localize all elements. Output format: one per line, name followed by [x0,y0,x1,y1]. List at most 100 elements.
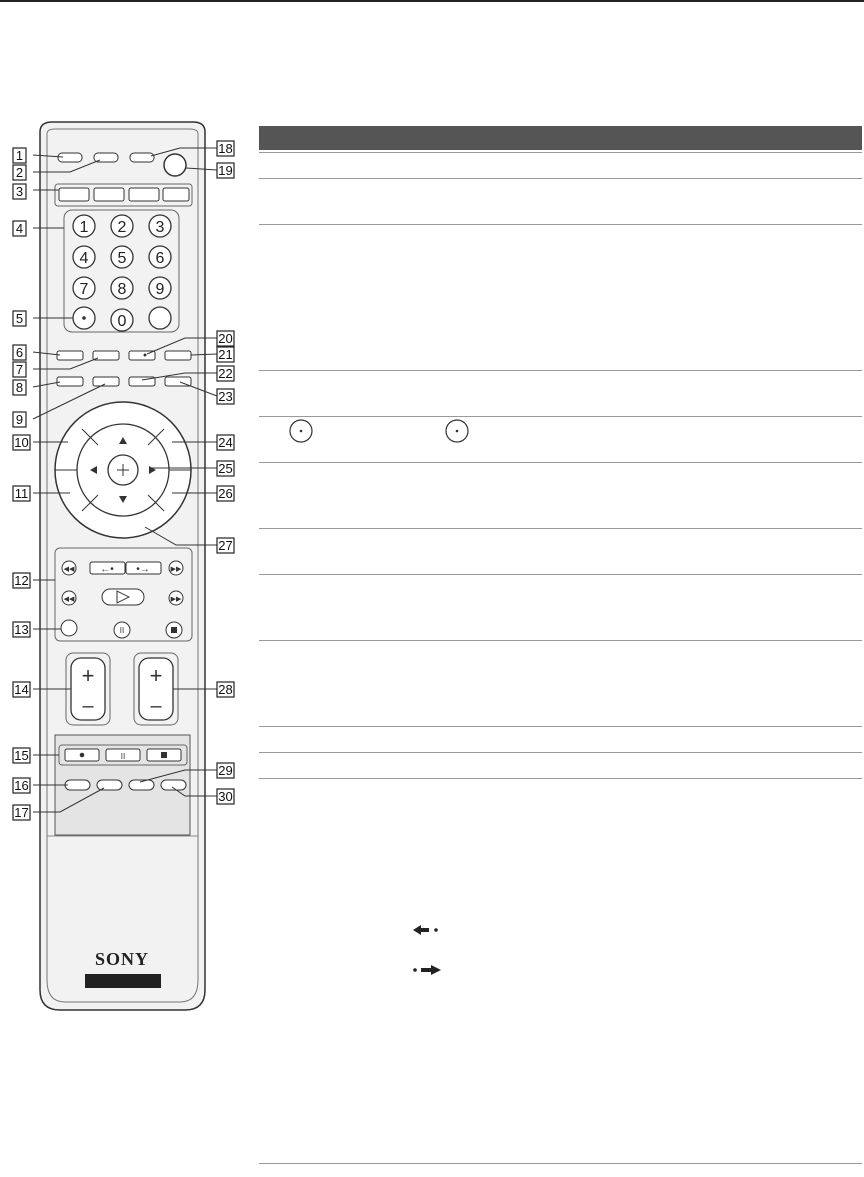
table-row-divider [259,726,862,727]
record-pause-button[interactable] [105,748,141,762]
keypad-digit-5: 5 [118,250,127,267]
stop-icon [171,627,177,633]
callout-number-9: 9 [16,412,23,427]
keypad-button-7[interactable] [72,276,96,300]
record-stop-icon [161,752,167,758]
callout-box-8 [12,379,27,396]
button-16[interactable] [64,779,91,791]
callout-leaders [32,147,218,813]
keypad-digit-7: 7 [80,281,89,298]
callout-box-3 [12,183,27,200]
callout-number-29: 29 [218,763,232,778]
advance-button[interactable] [125,561,162,575]
callout-number-8: 8 [16,380,23,395]
source-button-4[interactable] [162,187,190,202]
callout-number-1: 1 [16,148,23,163]
callout-number-28: 28 [218,682,232,697]
button-1[interactable] [57,152,83,163]
forward-button[interactable] [168,590,184,606]
callout-box-16 [12,777,31,794]
button-7[interactable] [92,350,120,361]
callout-box-24 [216,434,235,451]
enter-button[interactable] [148,306,172,330]
callout-box-25 [216,460,235,477]
callout-box-27 [216,537,235,554]
keypad-digit-3: 3 [156,219,165,236]
keypad-button-5[interactable] [110,245,134,269]
button-9[interactable] [92,376,120,387]
replay-button[interactable] [89,561,126,575]
power-button[interactable] [163,153,187,177]
callout-box-18 [216,140,235,157]
callout-box-12 [12,572,31,589]
callout-box-14 [12,681,31,698]
callout-box-20 [216,330,235,347]
ir-window [85,974,161,988]
callout-number-27: 27 [218,538,232,553]
play-button[interactable] [101,588,145,606]
table-row-divider [259,574,862,575]
keypad-button-9[interactable] [148,276,172,300]
next-button[interactable] [168,560,184,576]
callout-box-26 [216,485,235,502]
nav-divider-bl [81,494,99,512]
play-icon [116,590,131,604]
button-20-dot-icon [143,353,147,357]
callout-box-11 [12,485,31,502]
rewind-button[interactable] [61,590,77,606]
table-row-divider [259,224,862,225]
pause-button[interactable] [113,621,131,639]
replay-arrow-icon [413,925,438,935]
button-29[interactable] [128,779,155,791]
button-2[interactable] [93,152,119,163]
prev-button[interactable] [61,560,77,576]
button-8[interactable] [56,376,84,387]
callout-number-24: 24 [218,435,232,450]
callout-box-17 [12,804,31,821]
button-30[interactable] [160,779,187,791]
table-row-divider [259,778,862,779]
button-18[interactable] [129,152,155,163]
callout-number-10: 10 [14,435,28,450]
keypad-frame [63,209,180,333]
source-button-2[interactable] [93,187,125,202]
button-17[interactable] [96,779,123,791]
source-button-1[interactable] [58,187,90,202]
source-button-3[interactable] [128,187,160,202]
table-row-divider [259,752,862,753]
callout-number-26: 26 [218,486,232,501]
callout-number-17: 17 [14,805,28,820]
keypad-button-4[interactable] [72,245,96,269]
pause-icon: II [120,626,124,635]
keypad-button-0[interactable] [110,308,134,332]
keypad-digit-1: 1 [80,219,89,236]
callout-box-28 [216,681,235,698]
callout-number-boxes: 1234567891011121314151617181920212223242… [12,140,235,821]
button-21[interactable] [164,350,192,361]
nav-divider-tr [147,428,165,446]
prev-icon: ◀◀ [64,566,75,573]
callout-box-10 [12,434,31,451]
source-group-frame [54,183,193,207]
callout-box-13 [12,621,31,638]
callout-box-4 [12,220,27,237]
keypad-button-1[interactable] [72,214,96,238]
callout-box-22 [216,365,235,382]
table-row-divider [259,152,862,153]
keypad-button-3[interactable] [148,214,172,238]
nav-divider-tl [81,428,99,446]
volume-plus-icon: + [82,663,95,688]
remote-inner-edge [46,128,199,1003]
button-6[interactable] [56,350,84,361]
button-5-dot-icon [82,316,86,320]
keypad-button-6[interactable] [148,245,172,269]
replay-arrow-icon: ←• [100,564,114,575]
down-arrow-icon [119,496,127,503]
dot-circle-icon [289,419,313,443]
button-13[interactable] [60,619,78,637]
keypad-button-8[interactable] [110,276,134,300]
callout-box-21 [216,346,235,363]
callout-number-22: 22 [218,366,232,381]
callout-number-20: 20 [218,331,232,346]
keypad-button-2[interactable] [110,214,134,238]
